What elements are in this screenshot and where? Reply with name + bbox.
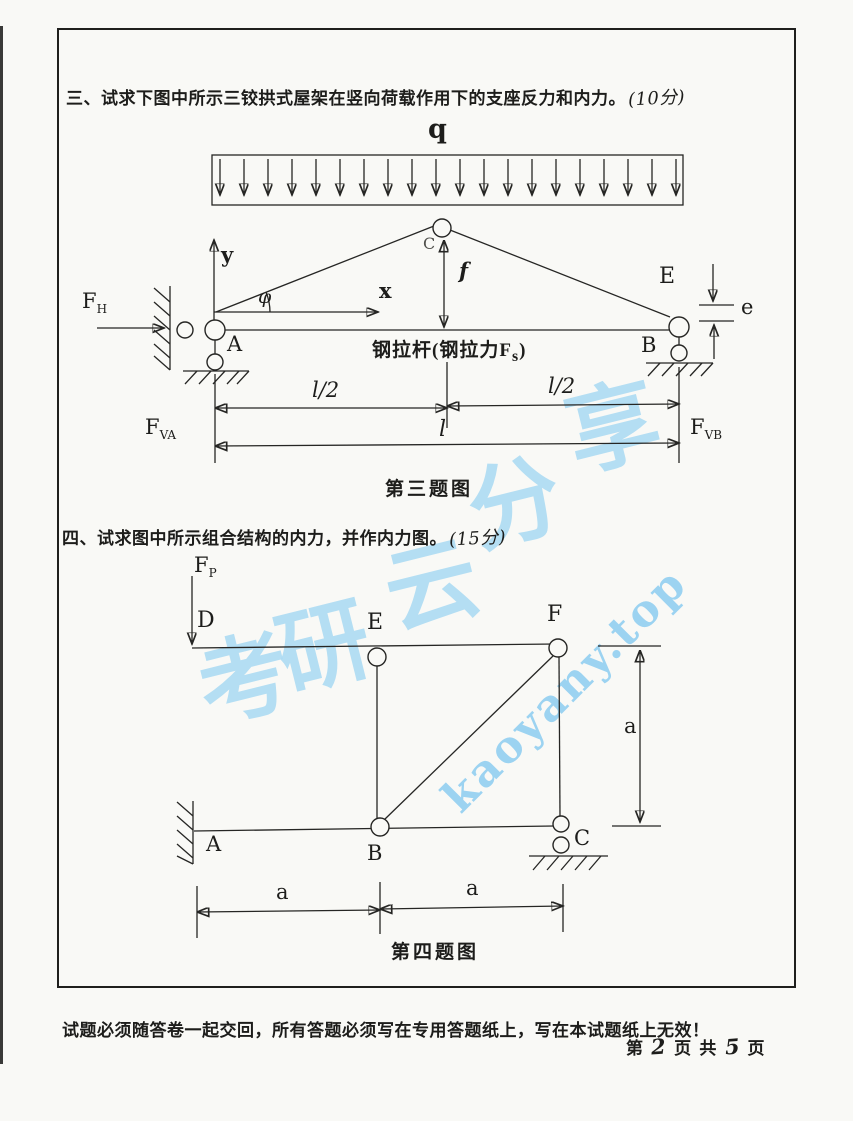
problem3-caption: 第三题图 bbox=[385, 479, 474, 500]
node-C-label: C bbox=[574, 826, 591, 850]
problem4-diagram bbox=[176, 576, 661, 938]
x-axis-label: x bbox=[379, 278, 392, 303]
dimension-a-right-label: a bbox=[624, 714, 637, 738]
phi-angle-label: φ bbox=[258, 286, 272, 308]
force-FVB-label: FVB bbox=[690, 415, 723, 443]
hinges bbox=[367, 638, 568, 837]
page-number-total: 5 bbox=[723, 1033, 743, 1060]
node-B-label: B bbox=[367, 841, 383, 865]
base-dimensions bbox=[196, 882, 563, 938]
node-B-label: B bbox=[641, 333, 657, 357]
dimension-a-left-label: a bbox=[276, 880, 289, 904]
problem3-score: (10分) bbox=[627, 86, 686, 111]
half-span-right-label: l/2 bbox=[548, 374, 576, 398]
page-border-frame bbox=[57, 28, 796, 988]
problem4-heading: 四、试求图中所示组合结构的内力，并作内力图。(15分) bbox=[62, 524, 507, 551]
span-dimensions bbox=[214, 362, 679, 463]
problem4-caption: 第四题图 bbox=[391, 942, 480, 963]
eccentricity-dimension bbox=[699, 264, 734, 359]
problem3-heading-text: 三、试求下图中所示三铰拱式屋架在竖向荷载作用下的支座反力和内力。 bbox=[66, 89, 626, 108]
dimension-a-mid-label: a bbox=[466, 876, 479, 900]
support-A bbox=[97, 286, 250, 385]
support-B bbox=[646, 316, 714, 377]
height-a-dimension bbox=[598, 645, 661, 827]
force-FH-label: FH bbox=[82, 289, 108, 317]
force-FVA-label: FVA bbox=[145, 415, 177, 443]
node-C-label: C bbox=[423, 234, 436, 253]
problem4-heading-text: 四、试求图中所示组合结构的内力，并作内力图。 bbox=[62, 529, 447, 548]
problem3-heading: 三、试求下图中所示三铰拱式屋架在竖向荷载作用下的支座反力和内力。(10分) bbox=[66, 84, 686, 111]
structure-members bbox=[191, 643, 561, 832]
support-C-roller bbox=[529, 815, 608, 871]
half-span-left-label: l/2 bbox=[312, 378, 340, 402]
axes-and-angle bbox=[214, 240, 378, 332]
apex-hinge-C bbox=[432, 218, 452, 327]
node-E-label: E bbox=[659, 264, 676, 289]
eccentricity-e-label: e bbox=[741, 295, 754, 319]
y-axis-label: y bbox=[221, 242, 234, 267]
force-FP-label: FP bbox=[194, 553, 217, 581]
footer-notice: 试题必须随答卷一起交回，所有答题必须写在专用答题纸上，写在本试题纸上无效！ bbox=[62, 1021, 710, 1040]
node-D-label: D bbox=[197, 608, 215, 633]
page-number: 第 2 页 共 5 页 bbox=[626, 1033, 767, 1060]
scan-edge bbox=[0, 26, 3, 1064]
span-l-label: l bbox=[439, 417, 447, 442]
node-F-label: F bbox=[547, 602, 563, 627]
tie-rod-label: 钢拉杆(钢拉力Fs) bbox=[372, 340, 527, 365]
support-A-wall bbox=[176, 801, 194, 865]
distributed-load-band bbox=[211, 154, 684, 206]
node-A-label: A bbox=[227, 332, 243, 356]
load-q-label: q bbox=[428, 114, 447, 145]
problem3-diagram bbox=[97, 154, 734, 463]
problem4-score: (15分) bbox=[448, 526, 507, 551]
page-number-current: 2 bbox=[650, 1033, 669, 1060]
rise-f-label: f bbox=[459, 258, 469, 283]
node-A-label: A bbox=[206, 832, 222, 856]
node-E-label: E bbox=[367, 610, 384, 635]
arch-members bbox=[215, 225, 671, 331]
